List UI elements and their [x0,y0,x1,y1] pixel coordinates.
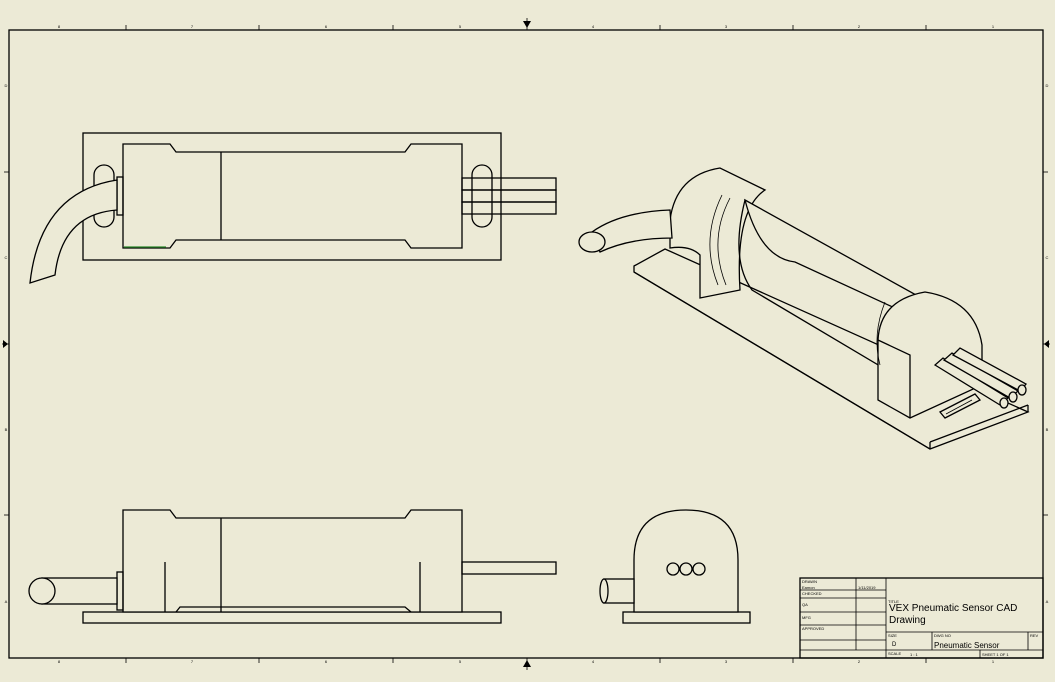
zone-col-4-bottom: 4 [592,659,595,664]
top-view-cylinder-body [122,143,463,249]
zone-col-2-top: 2 [858,24,861,29]
front-view [28,509,557,624]
scale-label: SCALE [888,651,901,656]
zone-row-a-right: A [1046,599,1049,604]
drawn-date: 1/11/2019 [858,585,876,590]
scale-value: 1 : 1 [910,652,919,657]
top-view-right-slot [471,164,493,228]
dwg-no-label: DWG NO [934,633,951,638]
zone-col-8-top: 8 [58,24,61,29]
zone-row-b-right: B [1046,427,1049,432]
zone-row-d-left: D [5,83,8,88]
drawn-label: DRAWN [802,579,817,584]
zone-row-d-right: D [1046,83,1049,88]
isometric-view [578,167,1030,450]
iso-hose [591,209,673,253]
zone-col-3-bottom: 3 [725,659,728,664]
zone-col-6-top: 6 [325,24,328,29]
mfg-label: MFG [802,615,811,620]
zone-col-7-bottom: 7 [191,659,194,664]
zone-col-1-top: 1 [992,24,995,29]
side-view-tube-end-2 [679,562,693,576]
rev-label: REV [1030,633,1039,638]
iso-front-bracket [877,291,983,419]
iso-hose-end [578,231,606,253]
top-view-tube-1 [461,177,557,191]
title-label: TITLE [888,599,899,604]
zone-row-c-left: C [5,255,8,260]
drawing-title-line1: VEX Pneumatic Sensor CAD [889,603,1017,614]
iso-rear-bracket [669,167,767,299]
zone-col-3-top: 3 [725,24,728,29]
zone-col-6-bottom: 6 [325,659,328,664]
zone-col-2-bottom: 2 [858,659,861,664]
zone-row-c-right: C [1046,255,1049,260]
zone-row-b-left: B [5,427,8,432]
zone-col-5-bottom: 5 [459,659,462,664]
sheet-number: SHEET 1 OF 1 [982,652,1009,657]
top-view [29,132,557,284]
size-value: D [892,642,897,648]
zone-col-4-top: 4 [592,24,595,29]
side-view-tube-end-1 [666,562,680,576]
front-view-hose-end [28,577,56,605]
drawn-by: Eamon [802,585,815,590]
zone-row-a-left: A [5,599,8,604]
top-view-tube-3 [461,201,557,215]
zone-col-7-top: 7 [191,24,194,29]
top-view-hose [29,179,118,284]
side-view [599,509,751,624]
iso-tube-1 [933,357,1010,406]
drawing-border: 8 7 6 5 4 3 2 1 8 7 6 5 4 3 2 1 D C B A … [2,18,1050,670]
iso-tube-3 [951,347,1028,392]
zone-col-1-bottom: 1 [992,659,995,664]
side-view-tube-end-3 [692,562,706,576]
top-view-tube-2 [461,189,557,203]
size-label: SIZE [888,633,897,638]
front-view-cylinder-body [122,509,463,613]
dwg-no-value: Pneumatic Sensor [934,641,1000,650]
checked-label: CHECKED [802,591,822,596]
side-view-bracket [633,509,739,613]
zone-col-5-top: 5 [459,24,462,29]
approved-label: APPROVED [802,626,824,631]
qa-label: QA [802,602,808,607]
side-view-base-plate [622,611,751,624]
title-block: DRAWN Eamon 1/11/2019 CHECKED QA MFG APP… [799,577,1044,659]
front-view-tube [461,561,557,575]
front-view-base-plate [82,611,502,624]
zone-col-8-bottom: 8 [58,659,61,664]
drawing-title-line2: Drawing [889,615,926,626]
